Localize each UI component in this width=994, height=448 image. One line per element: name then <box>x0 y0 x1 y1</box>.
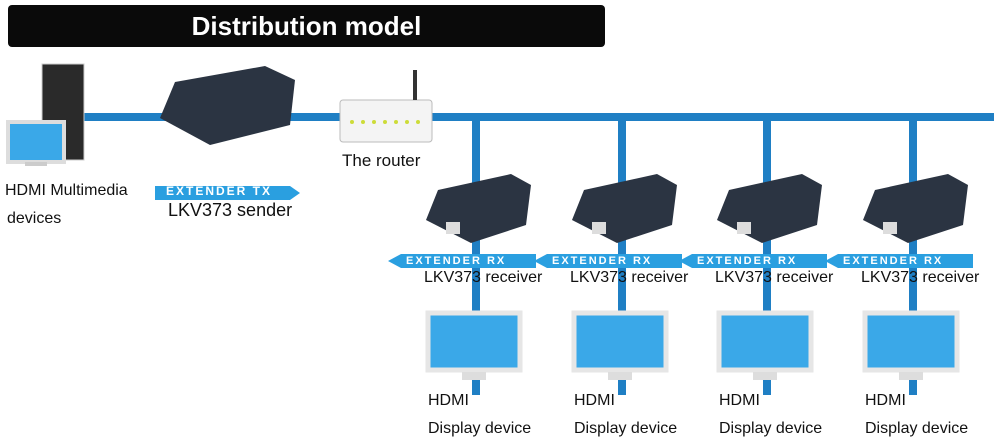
monitor-stand <box>462 372 486 380</box>
display-label-line1: HDMI <box>719 392 760 409</box>
receiver-banner-text: EXTENDER RX <box>697 255 798 267</box>
display-label-line2: Display device <box>574 420 678 437</box>
display-label-line1: HDMI <box>865 392 906 409</box>
receiver-device-icon <box>717 174 822 243</box>
display-label-line1: HDMI <box>428 392 469 409</box>
source-label-line1: HDMI Multimedia <box>5 182 128 199</box>
sender-banner <box>155 186 300 200</box>
receiver-device-icon <box>863 174 968 243</box>
receiver-label: LKV373 receiver <box>424 269 543 286</box>
ethernet-port-icon <box>446 222 460 234</box>
display-label-line1: HDMI <box>574 392 615 409</box>
page-title: Distribution model <box>8 5 605 47</box>
ethernet-port-icon <box>737 222 751 234</box>
receiver-label: LKV373 receiver <box>715 269 834 286</box>
router-led <box>383 120 387 124</box>
router-led <box>350 120 354 124</box>
receiver-banner <box>825 254 973 268</box>
display-monitor-icon <box>862 310 960 373</box>
laptop-stand <box>25 162 47 166</box>
router-led <box>372 120 376 124</box>
display-monitor-icon <box>425 310 523 373</box>
display-monitor-icon <box>716 310 814 373</box>
sender-banner-text: EXTENDER TX <box>166 184 273 198</box>
receiver-banner-text: EXTENDER RX <box>552 255 653 267</box>
display-label-line2: Display device <box>719 420 823 437</box>
receiver-label: LKV373 receiver <box>570 269 689 286</box>
receiver-banner <box>534 254 682 268</box>
receiver-banner-text: EXTENDER RX <box>406 255 507 267</box>
router-led <box>394 120 398 124</box>
devices <box>6 63 973 380</box>
monitor-stand <box>608 372 632 380</box>
source-label-line2: devices <box>7 210 62 227</box>
display-label-line2: Display device <box>865 420 969 437</box>
monitor-stand <box>899 372 923 380</box>
receiver-label: LKV373 receiver <box>861 269 980 286</box>
receiver-device-icon <box>572 174 677 243</box>
receiver-banner <box>679 254 827 268</box>
display-label-line2: Display device <box>428 420 532 437</box>
receiver-banner-text: EXTENDER RX <box>843 255 944 267</box>
receiver-banner <box>388 254 536 268</box>
receiver-device-icon <box>426 174 531 243</box>
ethernet-port-icon <box>592 222 606 234</box>
laptop-icon <box>6 120 66 164</box>
router-led <box>361 120 365 124</box>
router-led <box>416 120 420 124</box>
router-led <box>405 120 409 124</box>
ethernet-port-icon <box>883 222 897 234</box>
display-monitor-icon <box>571 310 669 373</box>
sender-label: LKV373 sender <box>168 200 293 220</box>
router-label: The router <box>342 151 421 170</box>
monitor-stand <box>753 372 777 380</box>
sender-device-icon <box>160 66 295 145</box>
